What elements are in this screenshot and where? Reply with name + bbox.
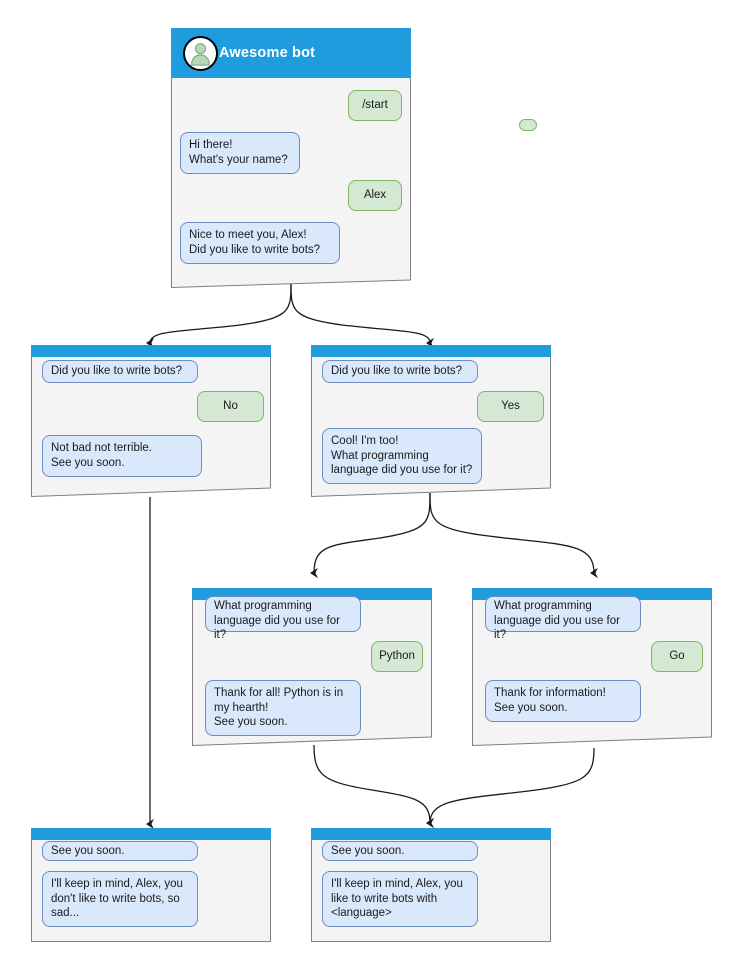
node-title: Awesome bot [219,45,316,61]
node-header-bar: Awesome bot [171,28,411,78]
chat-bubble-bot-question: Did you like to write bots? [322,360,478,383]
chat-bubble-bot-not-bad: Not bad not terrible. See you soon. [42,435,202,477]
chat-bubble-bot-keep-in-mind-language: I'll keep in mind, Alex, you like to wri… [322,871,478,927]
chat-bubble-user-name: Alex [348,180,402,211]
edge-root-to-no [150,282,292,343]
edge-yes-to-go [429,492,594,573]
chat-bubble-user-python: Python [371,641,423,672]
chat-bubble-user-start: /start [348,90,402,121]
edge-python-to-ending-happy [313,744,430,823]
chat-bubble-bot-cool: Cool! I'm too! What programming language… [322,428,482,484]
chat-bubble-bot-question: Did you like to write bots? [42,360,198,383]
edge-go-to-ending-happy [430,747,595,823]
chat-bubble-bot-keep-in-mind: I'll keep in mind, Alex, you don't like … [42,871,198,927]
node-header-bar [311,828,551,840]
chat-bubble-bot-lang-question: What programming language did you use fo… [485,596,641,641]
chat-bubble-bot-lang-question: What programming language did you use fo… [205,596,361,641]
chat-bubble-bot-see-you-soon: See you soon. [322,841,478,861]
node-header-bar [31,345,271,357]
node-header-bar [311,345,551,357]
chat-bubble-bot-nice-to-meet: Nice to meet you, Alex! Did you like to … [180,222,340,264]
chat-bubble-user [519,119,537,131]
edge-yes-to-python [314,492,431,573]
person-avatar-icon [183,36,218,71]
chat-bubble-user-yes: Yes [477,391,544,422]
chat-bubble-bot-see-you-soon: See you soon. [42,841,198,861]
edge-root-to-yes [290,282,430,343]
chat-bubble-bot-thanks-python: Thank for all! Python is in my hearth! S… [205,680,361,736]
chat-bubble-user-go: Go [651,641,703,672]
chat-bubble-bot-greeting: Hi there! What's your name? [180,132,300,174]
node-header-bar [31,828,271,840]
chat-bubble-bot-thanks-info: Thank for information! See you soon. [485,680,641,722]
chat-bubble-user-no: No [197,391,264,422]
